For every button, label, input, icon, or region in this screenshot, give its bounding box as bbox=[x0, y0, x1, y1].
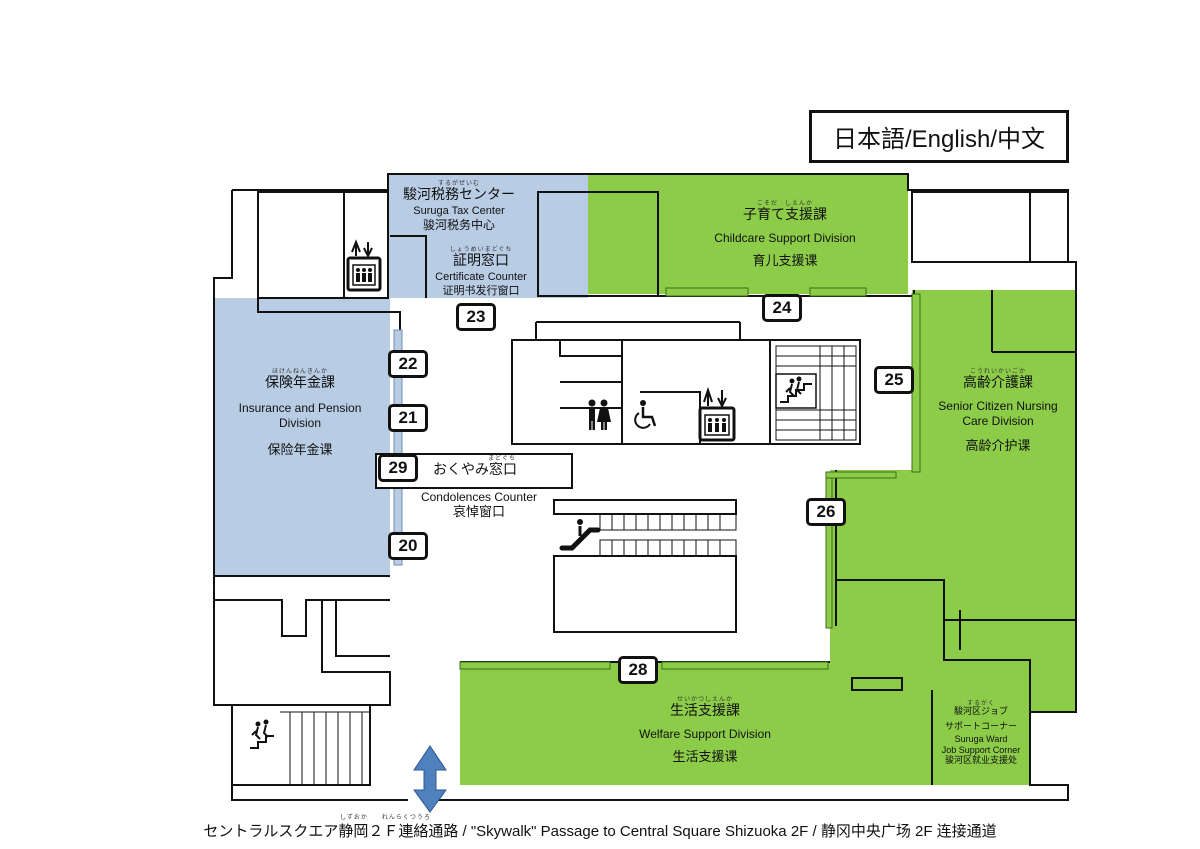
counter-20-badge[interactable]: 20 bbox=[388, 532, 428, 560]
blue-areas bbox=[214, 174, 588, 576]
language-switch-button[interactable]: 日本語/English/中文 bbox=[809, 110, 1069, 163]
stairs-icon bbox=[775, 373, 817, 409]
green-areas bbox=[460, 174, 1076, 785]
job-support-label: するがく 駿河区ジョブ サポートコーナー Suruga Ward Job Sup… bbox=[941, 700, 1021, 766]
elevator-icon bbox=[346, 239, 382, 292]
counter-26-badge[interactable]: 26 bbox=[806, 498, 846, 526]
insurance-area[interactable] bbox=[214, 298, 390, 576]
counter-24-badge[interactable]: 24 bbox=[762, 294, 802, 322]
condolences-jp-label: まどぐち おくやみ窓口 bbox=[433, 455, 517, 478]
counter-22-badge[interactable]: 22 bbox=[388, 350, 428, 378]
childcare-label: こそだ しえんか 子育て支援課 Childcare Support Divisi… bbox=[714, 200, 856, 269]
blue-counter-desks bbox=[393, 329, 403, 566]
senior-welfare-area[interactable] bbox=[460, 290, 1076, 785]
skywalk-passage-caption: しずおか れんらくつうろ セントラルスクエア静岡２Ｆ連絡通路 / "Skywal… bbox=[203, 815, 997, 840]
counter-29-badge[interactable]: 29 bbox=[378, 454, 418, 482]
passage-arrow-icon[interactable] bbox=[413, 745, 447, 813]
counter-desks bbox=[459, 287, 921, 670]
counter-28-badge[interactable]: 28 bbox=[618, 656, 658, 684]
welfare-label: せいかつしえんか 生活支援課 Welfare Support Division … bbox=[639, 696, 771, 765]
restroom-icon bbox=[588, 399, 611, 430]
accessible-restroom-icon bbox=[634, 400, 657, 429]
condolences-label: Condolences Counter 哀悼窗口 bbox=[420, 490, 538, 520]
elevator-icon bbox=[698, 386, 736, 442]
senior-label: こうれいかいごか 高齢介護課 Senior Citizen Nursing Ca… bbox=[938, 368, 1058, 454]
tax-center-label: するがぜいむ 駿河税務センター Suruga Tax Center 骏河税务中心 bbox=[403, 180, 515, 233]
counter-21-badge[interactable]: 21 bbox=[388, 404, 428, 432]
stairs-icon bbox=[250, 719, 274, 749]
escalator-icon bbox=[559, 519, 601, 551]
childcare-area[interactable] bbox=[588, 174, 908, 294]
counter-23-badge[interactable]: 23 bbox=[456, 303, 496, 331]
certificate-counter-label: しょうめいまどぐち 証明窓口 Certificate Counter 证明书发行… bbox=[435, 246, 527, 298]
stair-treads bbox=[280, 345, 857, 785]
counter-25-badge[interactable]: 25 bbox=[874, 366, 914, 394]
insurance-label: ほけんねんきんか 保険年金課 Insurance and Pension Div… bbox=[238, 368, 362, 458]
